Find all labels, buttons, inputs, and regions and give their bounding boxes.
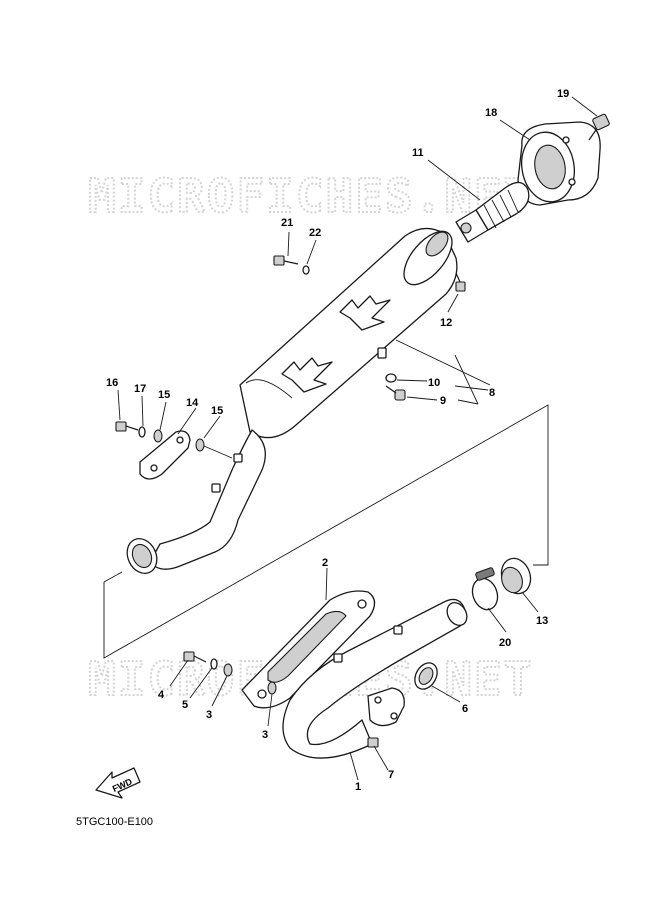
bolt-21[interactable] (273, 255, 299, 266)
callout-1: 1 (355, 781, 361, 793)
callout-5: 5 (182, 699, 188, 711)
callout-13: 13 (536, 615, 548, 627)
grommet-15b[interactable] (195, 438, 233, 459)
bolt-19[interactable] (588, 113, 610, 141)
callout-8: 8 (489, 387, 495, 399)
grommet-3b[interactable] (267, 681, 277, 695)
bolt-9[interactable] (385, 385, 406, 401)
bracket-14[interactable] (139, 430, 191, 480)
callout-4: 4 (158, 689, 165, 701)
callout-10: 10 (428, 377, 440, 389)
gasket-13[interactable] (497, 554, 536, 597)
nut-7[interactable] (367, 737, 379, 748)
clamp-20[interactable] (468, 567, 501, 613)
callout-15a: 15 (158, 389, 170, 401)
bolt-4[interactable] (183, 651, 207, 663)
spark-arrester-11[interactable] (455, 181, 530, 243)
exhaust-pipe-1[interactable] (282, 598, 471, 759)
callout-21: 21 (281, 217, 293, 229)
callout-3a: 3 (206, 709, 212, 721)
washer-5[interactable] (210, 658, 218, 670)
forward-arrow-icon: FWD (95, 767, 141, 799)
callout-16: 16 (106, 377, 118, 389)
callout-2: 2 (322, 557, 328, 569)
callout-14: 14 (186, 397, 199, 409)
watermark-top: MICROFICHES.NET (88, 169, 533, 223)
callout-6: 6 (462, 703, 468, 715)
bolt-16[interactable] (115, 421, 139, 432)
diagram-code: 5TGC100-E100 (76, 816, 153, 828)
washer-17[interactable] (138, 426, 146, 438)
grommet-3a[interactable] (223, 663, 233, 677)
bolt-12[interactable] (455, 272, 466, 292)
callout-9: 9 (440, 395, 446, 407)
gasket-6[interactable] (410, 659, 441, 693)
grommet-15a[interactable] (153, 429, 163, 443)
assembly-outline (103, 404, 549, 659)
callout-19: 19 (557, 88, 569, 100)
collar-10[interactable] (385, 373, 397, 383)
callout-3b: 3 (262, 729, 268, 741)
callout-11: 11 (412, 147, 424, 159)
callout-12: 12 (440, 317, 452, 329)
callout-18: 18 (485, 107, 497, 119)
callout-7: 7 (388, 769, 394, 781)
muffler-inlet-pipe (126, 429, 266, 575)
muffler-assembly-8[interactable] (239, 223, 461, 439)
leader-lines (117, 96, 598, 781)
callout-17: 17 (134, 383, 146, 395)
callout-15b: 15 (211, 405, 223, 417)
callout-22: 22 (309, 227, 321, 239)
callouts: 19 18 11 21 22 12 10 8 9 16 17 15 14 15 … (106, 88, 569, 793)
callout-20: 20 (499, 637, 511, 649)
end-cap-18[interactable] (516, 121, 601, 206)
washer-22[interactable] (302, 265, 310, 275)
